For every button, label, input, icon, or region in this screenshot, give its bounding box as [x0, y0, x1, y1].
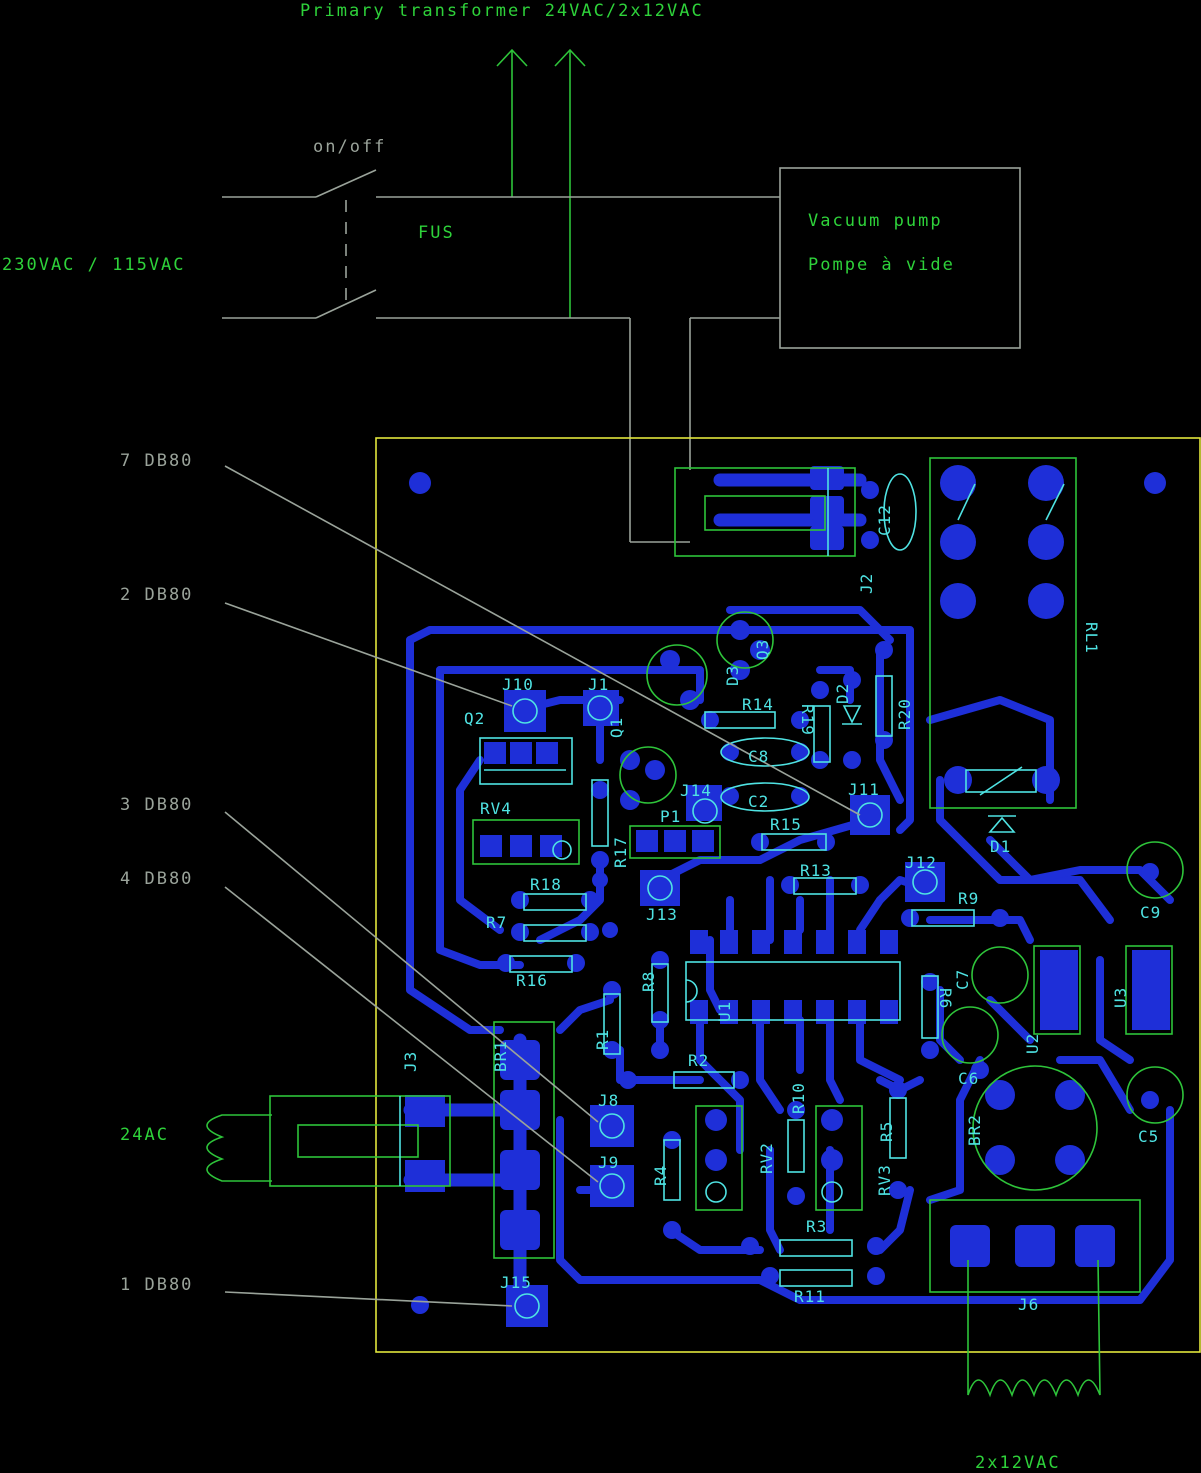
ref-R9: R9	[958, 889, 979, 908]
ref-R18: R18	[530, 875, 562, 894]
ref-C2: C2	[748, 792, 769, 811]
ref-C5: C5	[1138, 1127, 1159, 1146]
ref-J3: J3	[401, 1051, 420, 1072]
ref-C8: C8	[748, 747, 769, 766]
ref-D1: D1	[990, 837, 1011, 856]
ref-D2: D2	[833, 683, 852, 704]
ac24-label: 24AC	[120, 1125, 169, 1145]
ref-J15: J15	[500, 1273, 532, 1292]
pin7-label: 7 DB80	[120, 451, 193, 471]
ref-R1: R1	[593, 1029, 612, 1050]
ref-R20: R20	[895, 698, 914, 730]
ref-R10: R10	[789, 1082, 808, 1114]
pump-label-en: Vacuum pump	[808, 211, 943, 231]
ref-C7: C7	[953, 969, 972, 990]
ref-J11: J11	[848, 780, 880, 799]
ref-R4: R4	[651, 1165, 670, 1186]
ref-R17: R17	[611, 836, 630, 868]
ref-Q1: Q1	[607, 717, 626, 738]
ref-C6: C6	[958, 1069, 979, 1088]
ref-R11: R11	[794, 1287, 826, 1306]
ref-J14: J14	[680, 781, 712, 800]
ref-BR1: BR1	[491, 1040, 510, 1072]
transformer-arrows	[496, 48, 586, 318]
ref-RV4: RV4	[480, 799, 512, 818]
ref-U1: U1	[715, 1001, 734, 1022]
transformer-title: Primary transformer 24VAC/2x12VAC	[300, 1, 704, 21]
ref-J13: J13	[646, 905, 678, 924]
silkscreen	[206, 457, 1184, 1398]
ref-R7: R7	[486, 913, 507, 932]
pin4-label: 4 DB80	[120, 869, 193, 889]
designators: J10 J1 Q2 RV4 R14 C8 C2 J14 J11 P1 R15 R…	[401, 504, 1161, 1314]
mains-voltage-label: 230VAC / 115VAC	[2, 255, 186, 275]
pin2-label: 2 DB80	[120, 585, 193, 605]
ref-RV3: RV3	[875, 1164, 894, 1196]
ref-Q2: Q2	[464, 709, 485, 728]
ref-R5: R5	[877, 1121, 896, 1142]
ref-P1: P1	[660, 807, 681, 826]
ref-U3: U3	[1111, 987, 1130, 1008]
ref-J12: J12	[905, 853, 937, 872]
ref-R6: R6	[936, 988, 955, 1009]
ref-R2: R2	[688, 1051, 709, 1070]
ref-R8: R8	[639, 971, 658, 992]
ref-D3: D3	[723, 665, 742, 686]
ref-J1: J1	[588, 675, 609, 694]
ref-J9: J9	[598, 1153, 619, 1172]
ref-Q3: Q3	[753, 639, 772, 660]
switch-label: on/off	[313, 137, 386, 157]
ref-R19: R19	[798, 704, 817, 736]
mains-wiring	[222, 167, 1021, 543]
secondary-label: 2x12VAC	[975, 1453, 1061, 1473]
ref-R13: R13	[800, 861, 832, 880]
pin3-label: 3 DB80	[120, 795, 193, 815]
ref-BR2: BR2	[965, 1114, 984, 1146]
ref-C9: C9	[1140, 903, 1161, 922]
ref-R15: R15	[770, 815, 802, 834]
pump-label-fr: Pompe à vide	[808, 255, 955, 275]
ref-J10: J10	[502, 675, 534, 694]
ref-J2: J2	[857, 573, 876, 594]
ref-R14: R14	[742, 695, 774, 714]
ref-U2: U2	[1023, 1033, 1042, 1054]
ref-C12: C12	[875, 504, 894, 536]
fuse-label: FUS	[418, 223, 455, 243]
ref-R16: R16	[516, 971, 548, 990]
pin1-label: 1 DB80	[120, 1275, 193, 1295]
ref-RV2: RV2	[757, 1142, 776, 1174]
board-outline	[375, 437, 1201, 1353]
ref-J6: J6	[1018, 1295, 1039, 1314]
ref-R3: R3	[806, 1217, 827, 1236]
ref-RL1: RL1	[1082, 622, 1101, 654]
ref-J8: J8	[598, 1091, 619, 1110]
pin-leader-lines	[224, 465, 861, 1307]
